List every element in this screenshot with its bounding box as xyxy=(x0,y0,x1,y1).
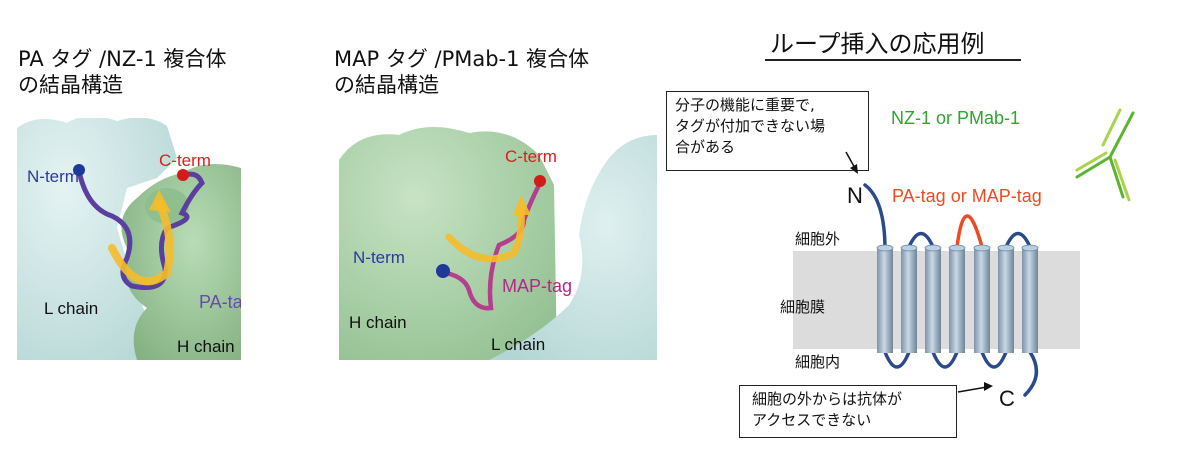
map-pmab1-structure-image: N-term C-term MAP-tag H chain L chain xyxy=(339,126,657,360)
intracellular-label: 細胞内 xyxy=(795,354,840,371)
c-term-label: C-term xyxy=(159,151,211,170)
n-term-label: N-term xyxy=(27,167,79,186)
pa-panel-title-line2: の結晶構造 xyxy=(18,73,123,97)
l-chain-label: L chain xyxy=(44,299,98,318)
loops xyxy=(863,183,1039,397)
transmembrane-helices xyxy=(876,244,1039,353)
n-term-note-line3: 合がある xyxy=(675,138,736,156)
membrane-label: 細胞膜 xyxy=(780,299,825,316)
helix xyxy=(997,244,1015,353)
pa-panel-title-line1: PA タグ /NZ-1 複合体 xyxy=(18,47,227,71)
helix xyxy=(900,244,918,353)
c-terminus-label: C xyxy=(999,386,1015,411)
title-underline xyxy=(765,59,1021,61)
h-chain-surface xyxy=(339,126,557,360)
c-term-note-line2: アクセスできない xyxy=(752,411,872,429)
direction-arrow xyxy=(445,206,525,263)
l-chain-label: L chain xyxy=(491,335,545,354)
membrane-protein-diagram: 細胞外 細胞膜 細胞内 N C NZ-1 or PMab-1 PA-tag or… xyxy=(780,108,1135,411)
n-term-label: N-term xyxy=(353,248,405,267)
n-term-sphere xyxy=(73,164,85,176)
helix xyxy=(924,244,942,353)
map-panel-title-line2: の結晶構造 xyxy=(334,73,439,97)
tag-label: PA-tag or MAP-tag xyxy=(892,186,1042,206)
map-tag-label: MAP-tag xyxy=(502,276,572,296)
n-term-note-line2: タグが付加できない場 xyxy=(675,117,826,135)
h-chain-label: H chain xyxy=(177,337,235,356)
n-term-note-box: 分子の機能に重要で, タグが付加できない場 合がある xyxy=(666,91,869,171)
n-term-note-line1: 分子の機能に重要で, xyxy=(675,96,815,114)
n-terminus-label: N xyxy=(847,183,863,208)
direction-arrow xyxy=(108,199,174,286)
c-note-arrow xyxy=(957,386,988,393)
c-term-sphere xyxy=(177,169,189,181)
helix xyxy=(876,244,894,353)
map-panel-title-line1: MAP タグ /PMab-1 複合体 xyxy=(334,47,590,71)
n-term-sphere xyxy=(436,264,450,278)
application-title: ループ挿入の応用例 xyxy=(770,30,985,58)
helix xyxy=(1021,244,1039,353)
antibody-label: NZ-1 or PMab-1 xyxy=(891,108,1020,128)
helix xyxy=(948,244,966,353)
pa-tag-label: PA-tag xyxy=(199,292,241,312)
antibody-icon xyxy=(1075,108,1135,202)
helix xyxy=(973,244,991,353)
c-term-label: C-term xyxy=(505,147,557,166)
c-term-note-box: 細胞の外からは抗体が アクセスできない xyxy=(739,385,957,438)
h-chain-label: H chain xyxy=(349,313,407,332)
c-term-sphere xyxy=(534,175,546,187)
c-term-note-line1: 細胞の外からは抗体が xyxy=(752,390,903,408)
pa-nz1-structure-image: N-term C-term PA-tag L chain H chain xyxy=(17,118,241,360)
inserted-tag-loop xyxy=(955,214,984,249)
extracellular-label: 細胞外 xyxy=(795,231,840,248)
l-chain-surface xyxy=(489,135,657,360)
